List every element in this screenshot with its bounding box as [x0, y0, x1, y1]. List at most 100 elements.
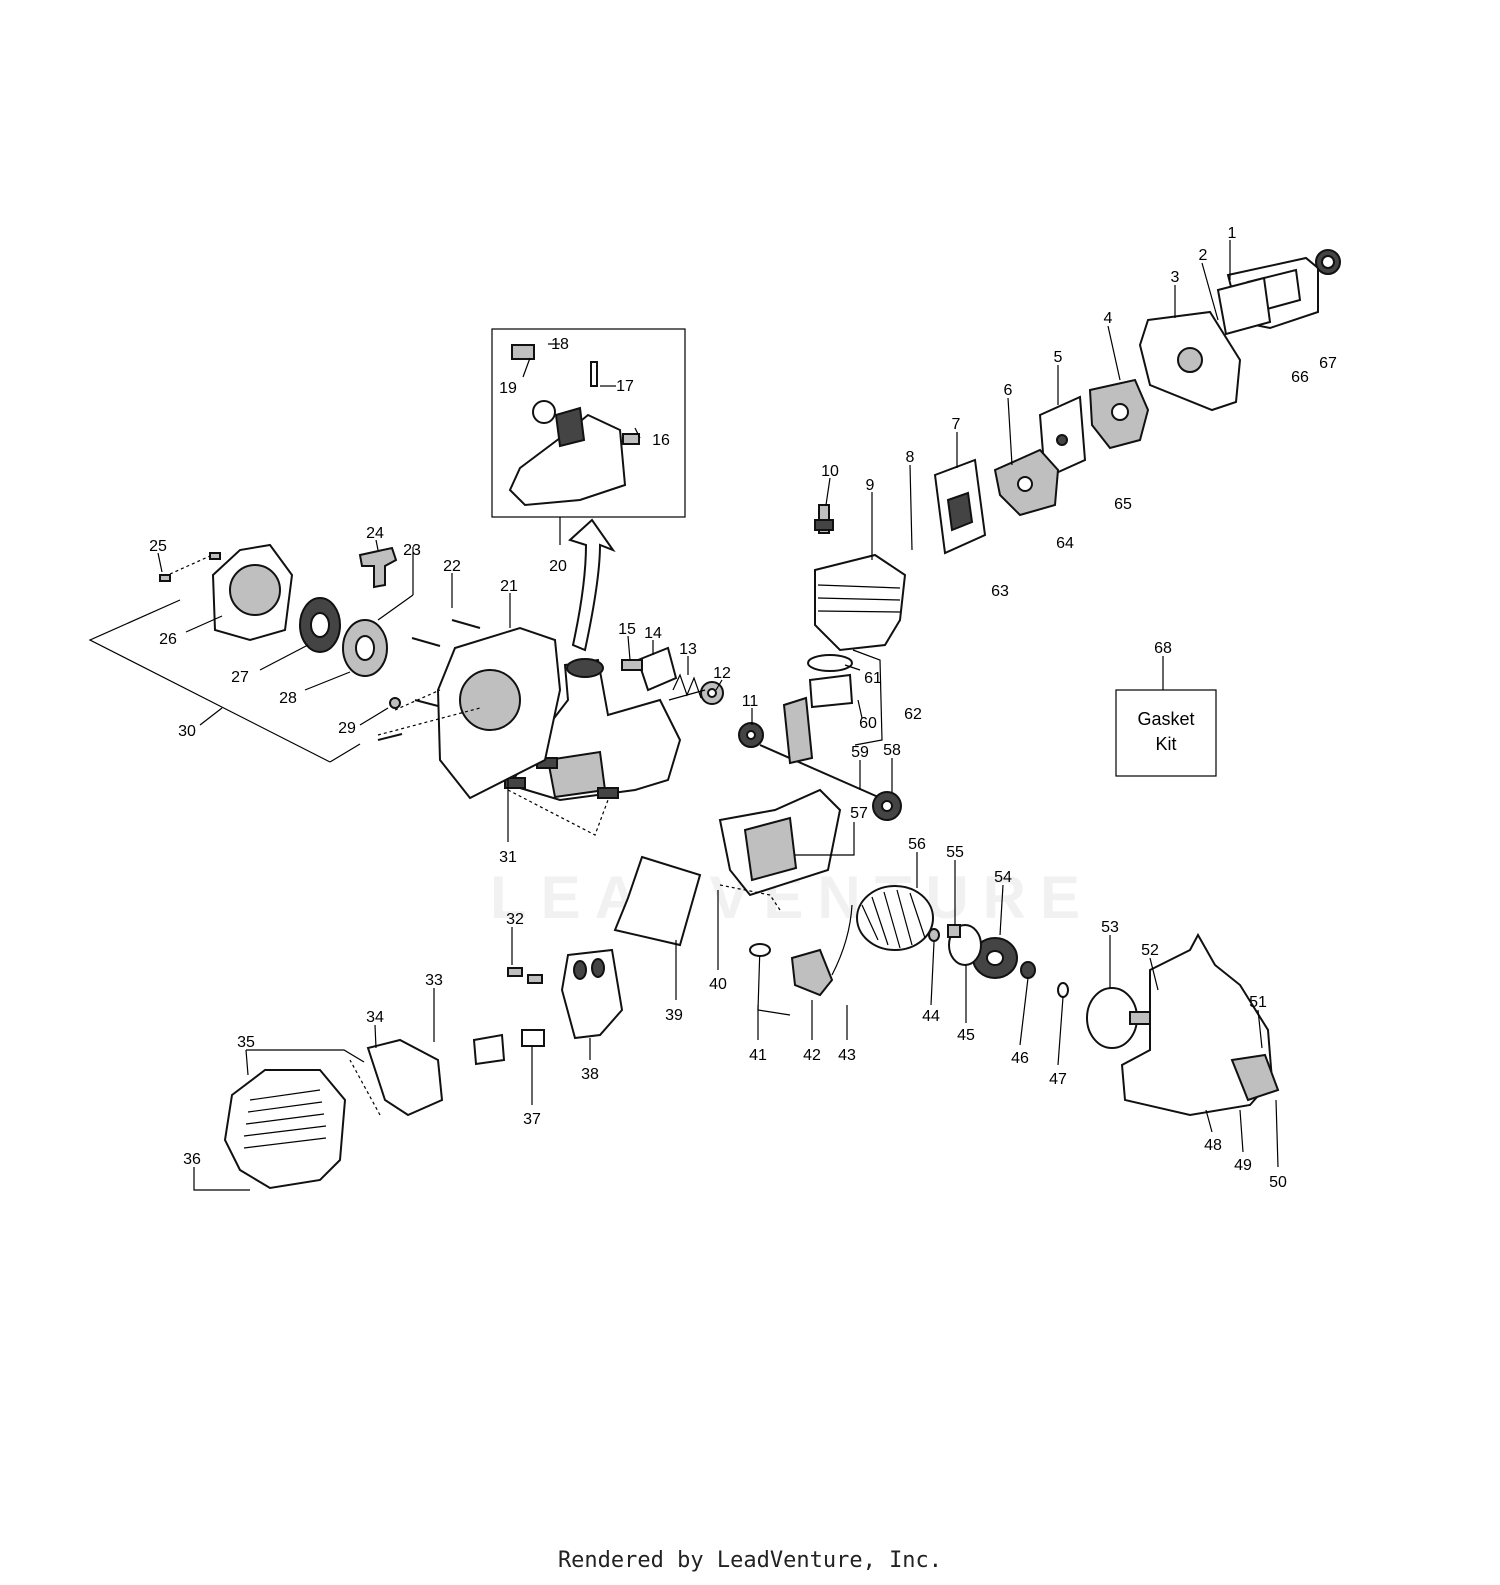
intake-manifold-drawing	[993, 448, 1060, 517]
part-label-24: 24	[366, 525, 384, 542]
starter-pawl-14-drawing	[636, 646, 678, 692]
part-label-32: 32	[506, 911, 524, 928]
part-label-39: 39	[665, 1007, 683, 1024]
muffler-parts-drawing	[472, 967, 545, 1066]
part-label-35: 35	[237, 1034, 255, 1051]
air-box-drawing	[1138, 310, 1242, 412]
part-label-19: 19	[499, 380, 517, 397]
part-label-41: 41	[749, 1047, 767, 1064]
part-label-37: 37	[523, 1111, 541, 1128]
fuel-tank-inset	[491, 328, 686, 518]
heat-shield-drawing	[933, 458, 987, 555]
starter-housing-drawing	[436, 626, 562, 800]
part-label-40: 40	[709, 976, 727, 993]
crankshaft-drawing	[759, 696, 886, 801]
part-label-47: 47	[1049, 1071, 1067, 1088]
part-label-21: 21	[500, 578, 518, 595]
handle-24-drawing	[358, 546, 398, 589]
part-label-25: 25	[149, 538, 167, 555]
part-label-17: 17	[616, 378, 634, 395]
part-label-67: 67	[1319, 355, 1337, 372]
part-label-9: 9	[866, 477, 875, 494]
part-label-13: 13	[679, 641, 697, 658]
carb-gasket-drawing	[1038, 395, 1087, 480]
part-label-1: 1	[1228, 225, 1237, 242]
part-label-7: 7	[952, 416, 961, 433]
washers-drawing	[928, 924, 1069, 998]
part-label-55: 55	[946, 844, 964, 861]
engine-cover-36-drawing	[223, 1069, 347, 1190]
spark-plug-drawing	[814, 504, 834, 534]
part-label-52: 52	[1141, 942, 1159, 959]
part-label-34: 34	[366, 1009, 384, 1026]
leader-lines	[88, 240, 1279, 1191]
part-label-15: 15	[618, 621, 636, 638]
part-label-46: 46	[1011, 1050, 1029, 1067]
shroud-34-drawing	[366, 1038, 444, 1117]
carburetor-drawing	[1088, 378, 1150, 450]
bolt-15-drawing	[621, 659, 643, 671]
screws-22-drawing	[411, 619, 481, 647]
part-label-18: 18	[551, 336, 569, 353]
part-label-11: 11	[742, 693, 759, 710]
part-label-53: 53	[1101, 919, 1119, 936]
part-label-28: 28	[279, 690, 297, 707]
part-label-50: 50	[1269, 1174, 1287, 1191]
cover-knob-drawing	[1315, 249, 1341, 275]
part-label-22: 22	[443, 558, 461, 575]
bearing-11-drawing	[738, 722, 764, 748]
render-credit: Rendered by LeadVenture, Inc.	[557, 1548, 943, 1573]
part-label-49: 49	[1234, 1157, 1252, 1174]
part-label-10: 10	[821, 463, 839, 480]
part-label-8: 8	[906, 449, 915, 466]
screws-29-drawing	[377, 697, 439, 741]
seal-12-drawing	[700, 681, 724, 705]
spring-13-drawing	[668, 673, 706, 701]
part-label-26: 26	[159, 631, 177, 648]
part-label-65: 65	[1114, 496, 1132, 513]
part-label-60: 60	[859, 715, 877, 732]
part-label-68: 68	[1154, 640, 1172, 657]
part-label-20: 20	[549, 558, 567, 575]
part-label-42: 42	[803, 1047, 821, 1064]
part-label-44: 44	[922, 1008, 940, 1025]
part-label-59: 59	[851, 744, 869, 761]
recoil-spring-27-drawing	[299, 597, 341, 653]
part-label-30: 30	[178, 723, 196, 740]
part-label-16: 16	[652, 432, 670, 449]
part-label-63: 63	[991, 583, 1009, 600]
part-label-33: 33	[425, 972, 443, 989]
part-label-57: 57	[850, 805, 868, 822]
ignition-module-drawing	[749, 904, 853, 1016]
part-number-labels: 1 2 3 4 5 6 7 8 9 10 11 12 13 14 15 16 1…	[149, 225, 1337, 1191]
part-label-12: 12	[713, 665, 731, 682]
flywheel-drawing	[856, 885, 934, 951]
crankcase-drawing	[718, 788, 842, 897]
part-label-6: 6	[1004, 382, 1013, 399]
clutch-housing-drawing	[1120, 932, 1280, 1117]
pulley-28-drawing	[342, 619, 388, 677]
part-label-27: 27	[231, 669, 249, 686]
part-label-61: 61	[864, 670, 882, 687]
part-label-5: 5	[1054, 349, 1063, 366]
part-label-36: 36	[183, 1151, 201, 1168]
clutch-drawing	[972, 937, 1018, 979]
piston-drawing	[807, 654, 854, 709]
part-label-31: 31	[499, 849, 517, 866]
part-label-58: 58	[883, 742, 901, 759]
muffler-drawing	[560, 948, 624, 1040]
part-label-38: 38	[581, 1066, 599, 1083]
part-label-2: 2	[1199, 247, 1208, 264]
part-label-45: 45	[957, 1027, 975, 1044]
starter-cover-26-drawing	[211, 543, 294, 642]
part-label-4: 4	[1104, 310, 1113, 327]
inset-arrow	[568, 518, 616, 652]
heat-shield-39-drawing	[613, 855, 702, 947]
clutch-drum-drawing	[1086, 987, 1157, 1049]
part-label-66: 66	[1291, 369, 1309, 386]
part-label-43: 43	[838, 1047, 856, 1064]
part-label-29: 29	[338, 720, 356, 737]
gasket-kit-line2: Kit	[1155, 734, 1176, 754]
part-label-51: 51	[1249, 994, 1267, 1011]
